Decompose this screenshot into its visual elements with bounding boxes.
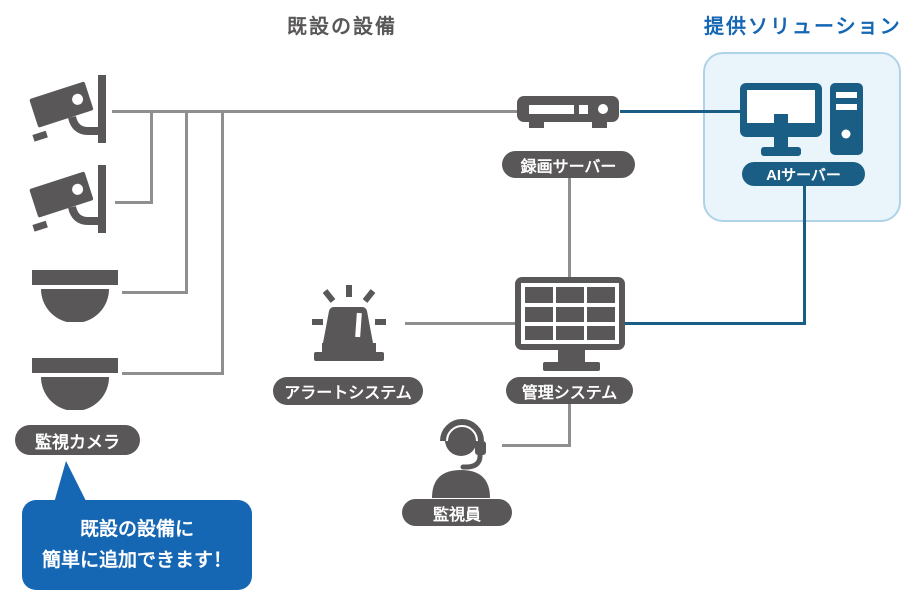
ai-server-computer-icon (740, 83, 863, 156)
connector-ai-down (803, 186, 806, 325)
label-surveillance-cameras: 監視カメラ (15, 425, 140, 455)
callout-tail (54, 461, 87, 503)
label-recording-server: 録画サーバー (502, 151, 635, 178)
section-title-provided-solution: 提供ソリューション (704, 16, 902, 38)
connector-camera2-riser (150, 110, 153, 204)
connector-management-to-operator (502, 444, 571, 447)
label-management-system: 管理システム (506, 377, 633, 404)
management-monitor-icon (515, 277, 625, 371)
connector-dome1-branch (122, 291, 188, 294)
connector-dome2-branch (122, 372, 224, 375)
connector-camera2-branch (115, 201, 153, 204)
connector-dome2-riser (221, 110, 224, 375)
label-operator: 監視員 (402, 499, 512, 526)
callout-bubble: 既設の設備に 簡単に追加できます！ (22, 500, 252, 590)
bullet-camera-icon (29, 75, 106, 143)
dome-camera-icon (32, 358, 118, 410)
bullet-camera-icon (29, 165, 106, 233)
callout-line1: 既設の設備に (79, 518, 194, 540)
callout-line2: 簡単に追加できます！ (41, 550, 232, 571)
connector-recorder-to-management (568, 177, 571, 277)
recording-server-icon (517, 96, 619, 128)
connector-ai-to-management (625, 322, 806, 325)
label-ai-server: AIサーバー (742, 162, 865, 186)
connector-dome1-riser (185, 110, 188, 294)
section-title-existing-equipment: 既設の設備 (287, 16, 397, 38)
label-alert-system: アラートシステム (273, 377, 423, 405)
connector-management-down (568, 402, 571, 447)
connector-cameras-to-recorder (112, 110, 517, 113)
connector-alert-to-management (405, 322, 515, 325)
dome-camera-icon (32, 270, 118, 322)
operator-headset-icon (432, 417, 490, 498)
alert-siren-icon (312, 285, 386, 361)
connector-recorder-to-ai (620, 110, 741, 113)
